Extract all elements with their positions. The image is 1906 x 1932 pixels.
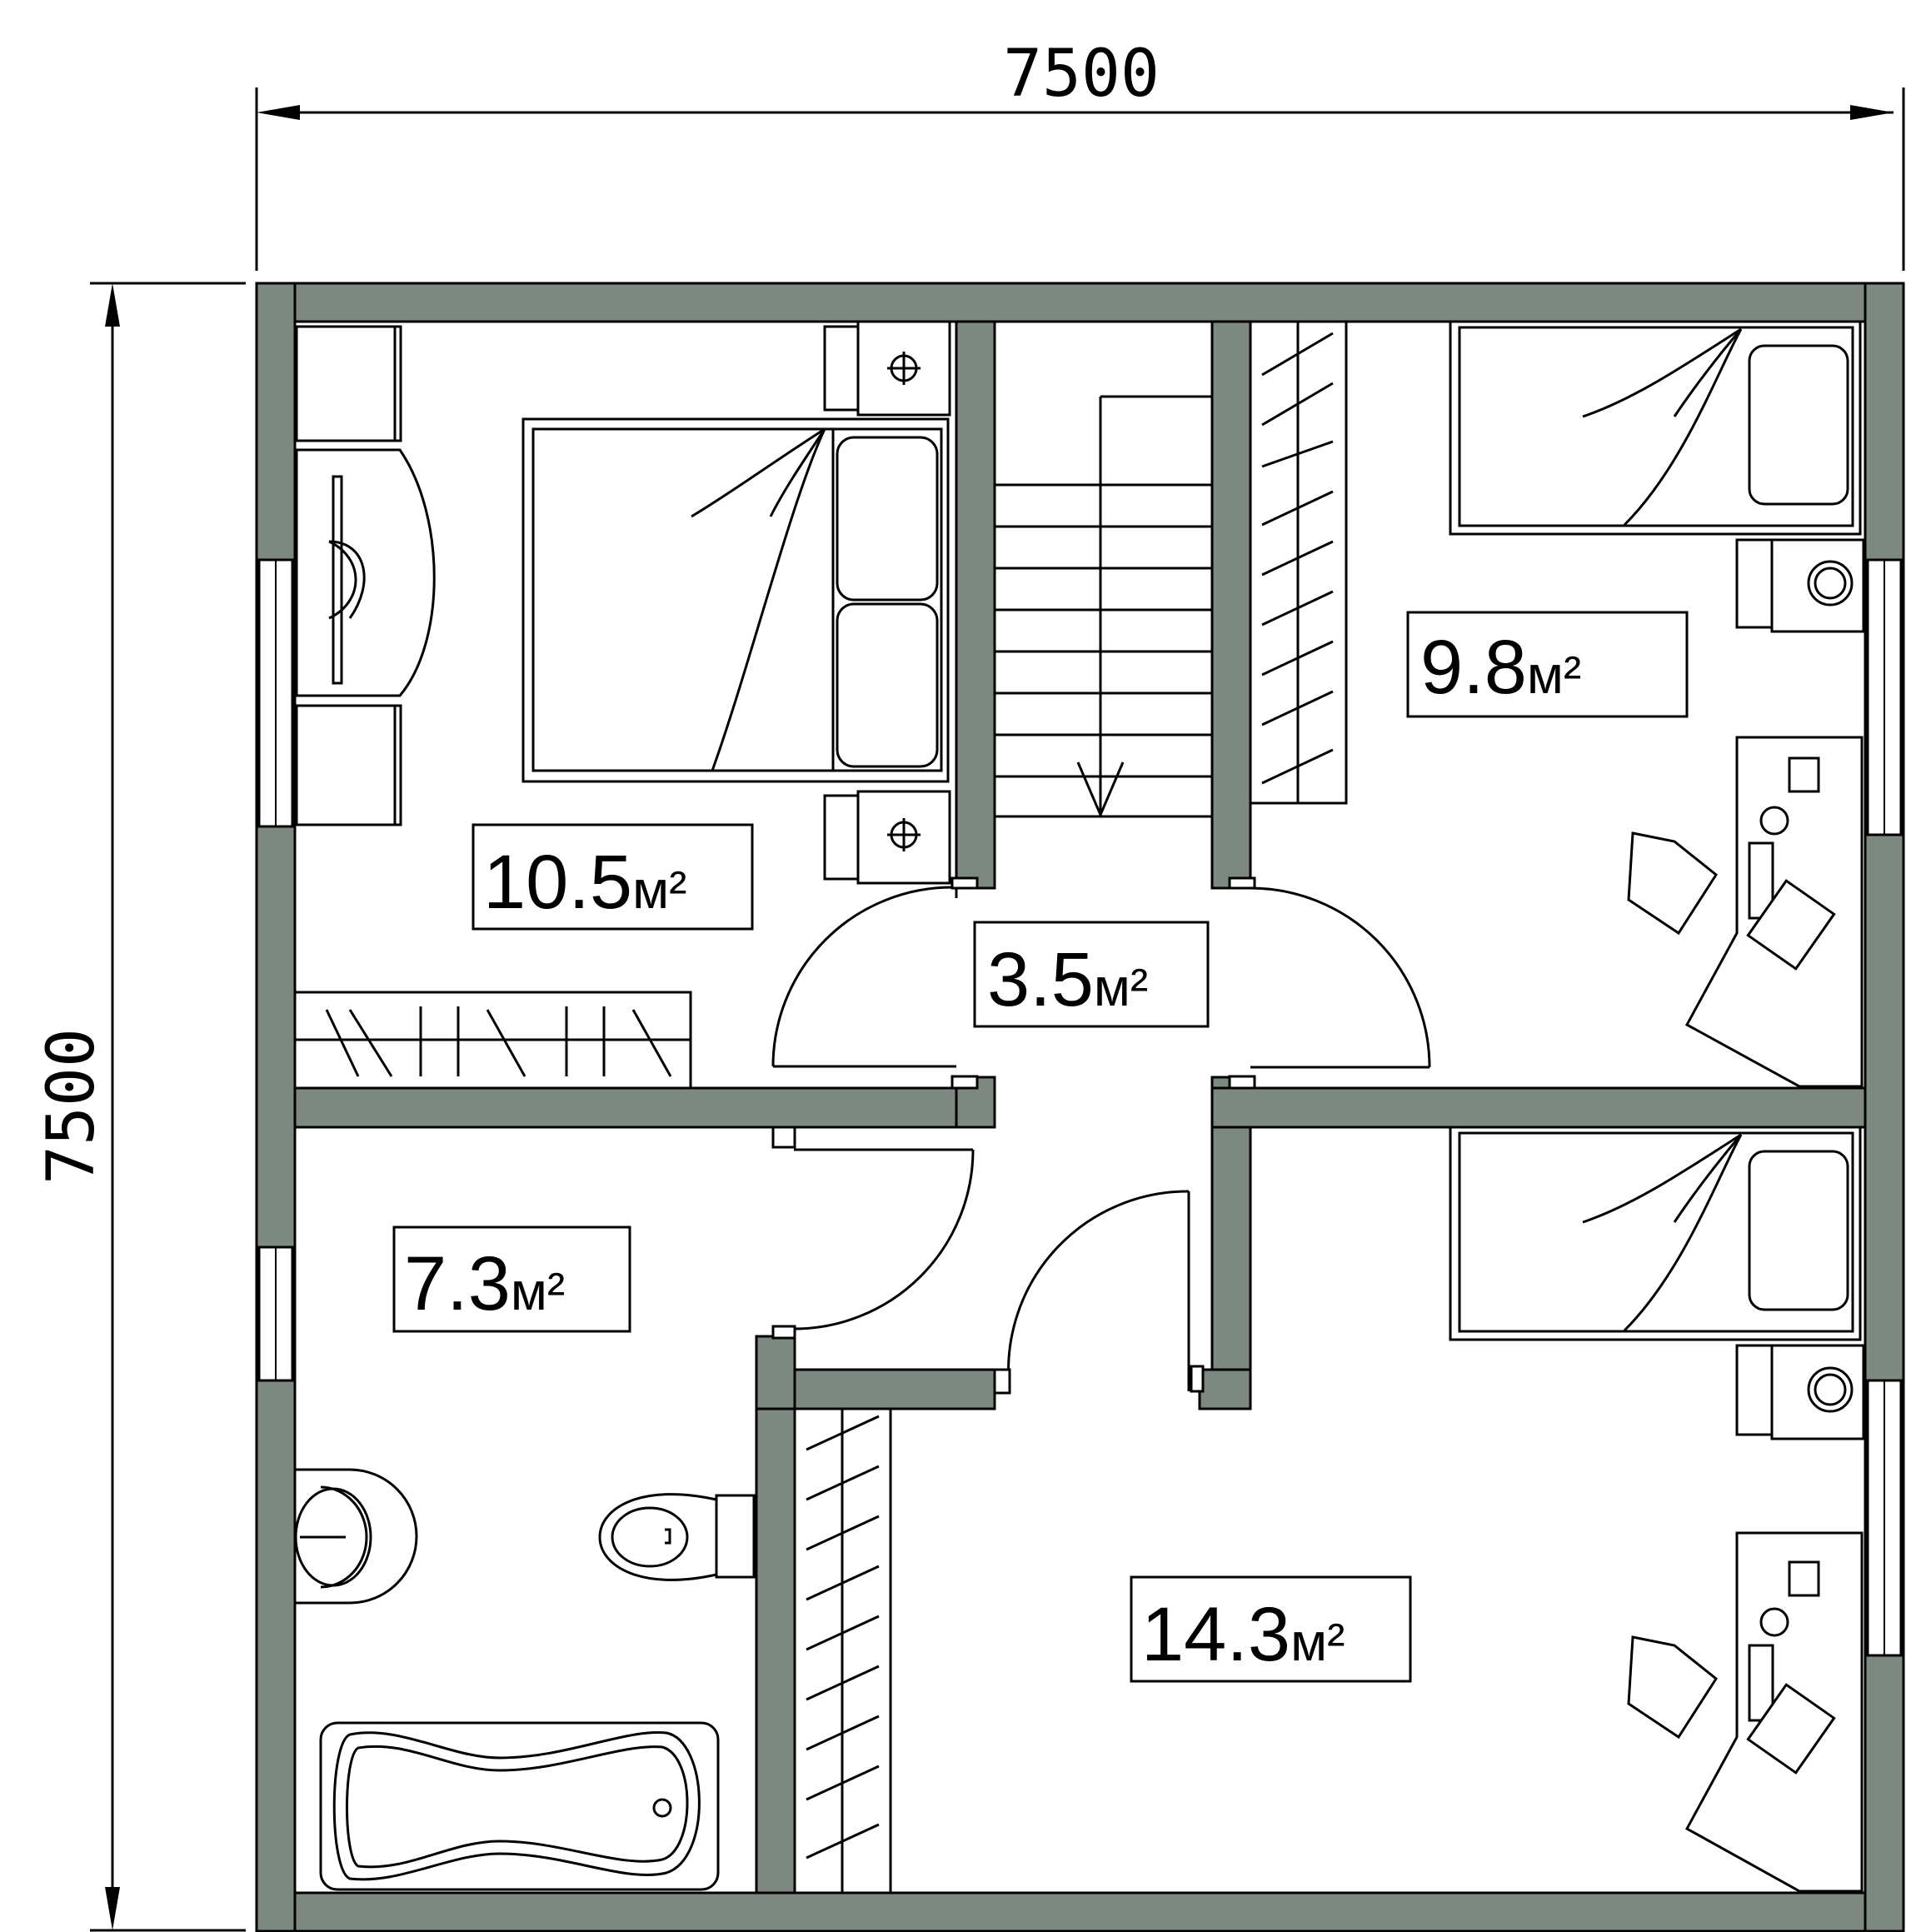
room-unit-bedroom: м²: [632, 860, 686, 920]
staircase: [995, 395, 1212, 818]
room-area-bathroom: 7.3: [404, 1241, 511, 1326]
room-label-kids-room-top: 9.8м²: [1406, 611, 1689, 718]
bedroom-furniture: [293, 320, 951, 1090]
room-unit-hall: м²: [1094, 957, 1148, 1017]
room-label-bathroom: 7.3м²: [392, 1226, 631, 1333]
room-area-hall: 3.5: [987, 937, 1094, 1022]
svg-text:7.3м²: 7.3м²: [404, 1241, 565, 1326]
bathroom-furniture: [293, 1468, 756, 1891]
room-unit-kids-room-bottom: м²: [1290, 1612, 1345, 1672]
room-unit-bathroom: м²: [511, 1261, 565, 1321]
walls: [255, 282, 1905, 1932]
doors: [771, 876, 1431, 1395]
dimension-left: 7500: [34, 282, 246, 1932]
svg-text:14.3м²: 14.3м²: [1141, 1592, 1345, 1677]
room-area-kids-room-bottom: 14.3: [1141, 1592, 1290, 1677]
room-label-hall: 3.5м²: [973, 921, 1210, 1028]
svg-text:3.5м²: 3.5м²: [987, 937, 1148, 1022]
svg-text:9.8м²: 9.8м²: [1420, 625, 1581, 710]
room-label-kids-room-bottom: 14.3м²: [1130, 1575, 1412, 1683]
dimension-top-label: 7500: [1003, 37, 1160, 112]
room-area-kids-room-top: 9.8: [1420, 625, 1527, 710]
room-label-bedroom: 10.5м²: [472, 823, 754, 931]
dimension-top: 7500: [255, 37, 1905, 271]
dimension-left-label: 7500: [34, 1028, 109, 1185]
room-unit-kids-room-top: м²: [1527, 645, 1581, 705]
room-area-bedroom: 10.5: [483, 840, 632, 925]
kids-room-top-furniture: [1249, 320, 1865, 1088]
svg-text:10.5м²: 10.5м²: [483, 840, 686, 925]
kids-room-bottom-furniture: [793, 1126, 1865, 1895]
